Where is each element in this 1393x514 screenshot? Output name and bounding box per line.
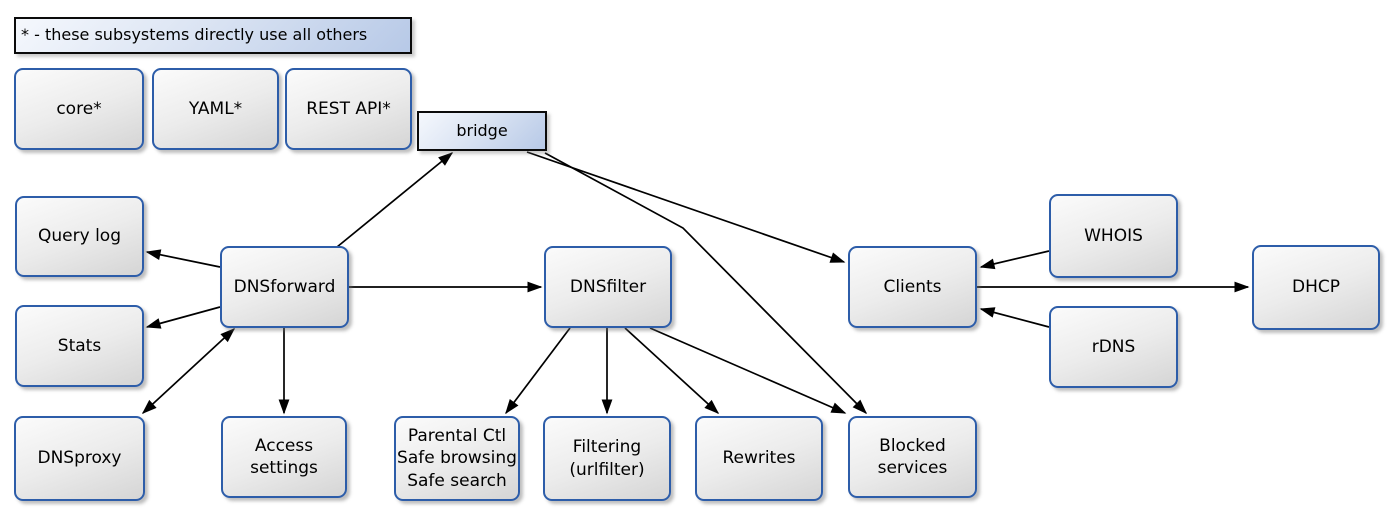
- arrowhead: [505, 398, 519, 415]
- node-query-log: Query log: [15, 196, 144, 277]
- node-parental-safebrowsing-safesearch: Parental Ctl Safe browsing Safe search: [394, 416, 520, 501]
- arrowhead: [601, 399, 613, 415]
- node-rewrites: Rewrites: [695, 416, 823, 501]
- arrowhead: [278, 399, 290, 415]
- node-dnsfilter: DNSfilter: [544, 246, 672, 328]
- arrowhead: [141, 399, 157, 414]
- node-yaml: YAML*: [152, 68, 279, 150]
- arrowhead: [979, 307, 996, 318]
- edge-dnsfilter-rewrites: [624, 327, 719, 414]
- node-dnsproxy: DNSproxy: [14, 416, 145, 501]
- edge-dnsfilter-blocked_services: [649, 327, 846, 414]
- node-dhcp: DHCP: [1252, 245, 1380, 330]
- node-rdns: rDNS: [1049, 306, 1178, 388]
- arrowhead: [830, 402, 847, 414]
- arrowhead: [145, 249, 162, 261]
- node-dnsforward: DNSforward: [220, 246, 349, 328]
- arrowhead: [704, 399, 720, 414]
- arrowhead: [852, 399, 868, 415]
- node-stats: Stats: [15, 305, 144, 387]
- node-core: core*: [14, 68, 144, 150]
- node-rest-api: REST API*: [285, 68, 412, 150]
- node-whois: WHOIS: [1049, 194, 1178, 278]
- node-clients: Clients: [848, 246, 977, 328]
- node-access-settings: Access settings: [221, 416, 347, 498]
- arrowhead: [979, 258, 996, 270]
- arrowhead: [438, 152, 454, 166]
- arrowhead: [1234, 281, 1250, 293]
- edge-dnsfilter-parental: [505, 327, 571, 414]
- arrowhead: [527, 281, 543, 293]
- node-blocked-services: Blocked services: [848, 416, 977, 498]
- node-filtering-urlfilter: Filtering (urlfilter): [543, 416, 671, 501]
- node-bridge: bridge: [417, 111, 547, 151]
- edge-bridge-blocked_services: [544, 152, 867, 414]
- arrowhead: [220, 328, 236, 343]
- legend-note: * - these subsystems directly use all ot…: [14, 17, 412, 54]
- arrowhead: [829, 252, 846, 263]
- edge-dnsforward-bridge: [336, 152, 453, 248]
- edge-dnsforward-dnsproxy: [142, 328, 235, 414]
- arrowhead: [145, 318, 162, 329]
- edge-bridge-clients: [526, 151, 845, 263]
